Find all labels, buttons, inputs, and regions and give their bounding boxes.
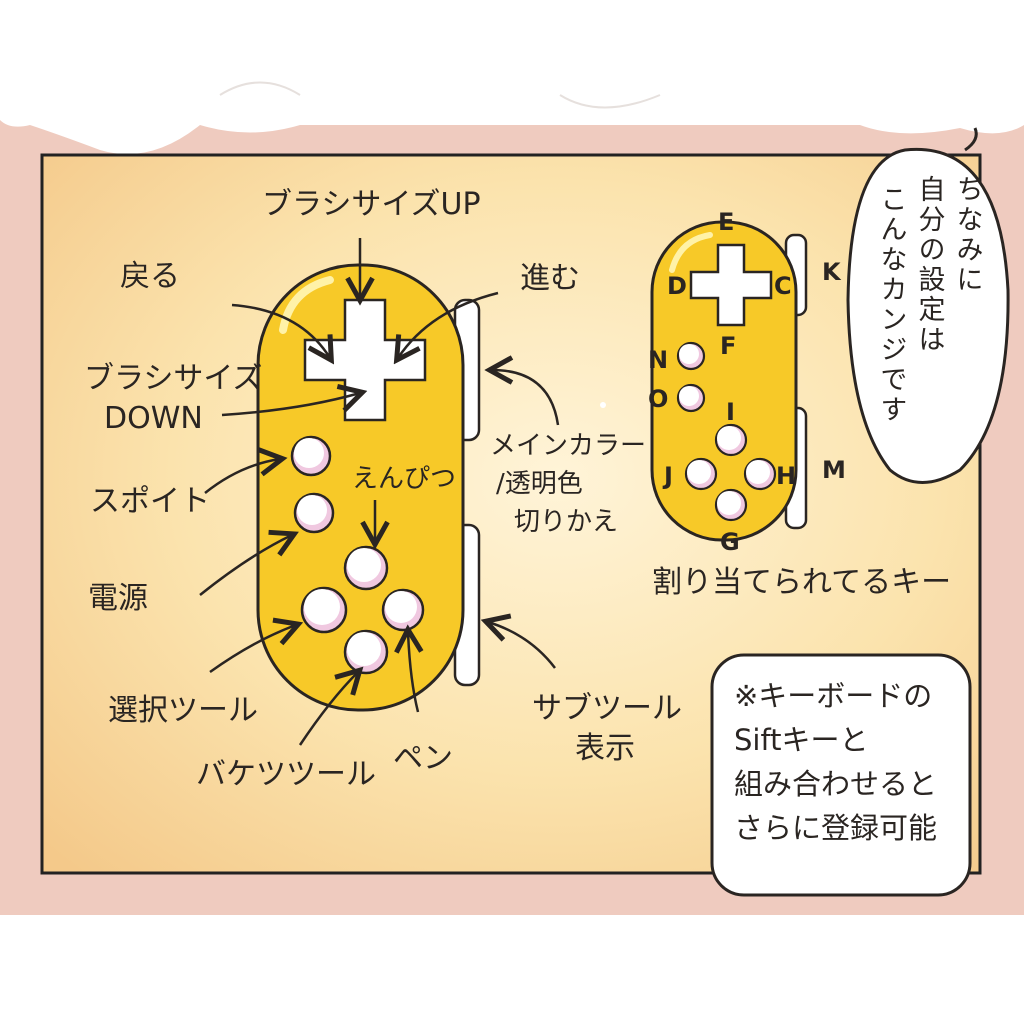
label-back: 戻る [120, 259, 180, 294]
label-forward: 進む [520, 261, 580, 296]
key-n: N [648, 346, 669, 374]
bubble-text-col2: 自分の設定は [913, 175, 945, 355]
key-d: D [667, 272, 687, 300]
label-main-color-3: 切りかえ [514, 507, 619, 537]
key-m: M [822, 456, 846, 484]
note-box [710, 653, 972, 897]
right-dpad [689, 243, 773, 327]
note-line3: 組み合わせると [734, 767, 938, 801]
assigned-keys-caption: 割り当てられてるキー [652, 565, 952, 600]
right-controller [650, 220, 808, 542]
note-line1: ※キーボードの [734, 679, 933, 713]
key-h: H [776, 462, 797, 490]
key-f: F [720, 332, 737, 360]
note-line4: さらに登録可能 [734, 811, 938, 845]
left-dpad [303, 298, 427, 422]
bottom-white-strip [0, 915, 1024, 1024]
label-eyedropper: スポイト [90, 484, 210, 519]
left-controller [256, 263, 481, 712]
bubble-text-col3: こんなカンジです [875, 185, 907, 425]
label-brush-size-down-1: ブラシサイズ [84, 361, 263, 396]
label-main-color-1: メインカラー [490, 431, 647, 461]
label-select-tool: 選択ツール [108, 693, 258, 728]
label-sub-tool-1: サブツール [532, 691, 682, 726]
label-brush-size-up: ブラシサイズUP [262, 187, 481, 222]
bubble-text-col1: ちなみに [951, 175, 983, 295]
label-sub-tool-2: 表示 [575, 731, 635, 766]
label-main-color-2: /透明色 [496, 469, 583, 499]
left-buttons [290, 435, 425, 675]
label-power: 電源 [88, 581, 148, 616]
key-c: C [774, 272, 792, 300]
label-brush-size-down-2: DOWN [104, 401, 203, 436]
label-bucket-tool: バケツツール [196, 757, 376, 792]
note-line2: Siftキーと [734, 723, 869, 757]
key-k: K [822, 258, 841, 286]
top-cloud [0, 0, 1024, 155]
key-o: O [648, 385, 669, 413]
key-j: J [664, 462, 673, 490]
right-buttons [676, 341, 777, 522]
label-pen: ペン [393, 741, 453, 776]
key-g: G [720, 528, 740, 556]
speech-bubble [846, 147, 1010, 484]
key-e: E [718, 208, 735, 236]
label-pencil: えんぴつ [352, 464, 457, 494]
left-arrows [199, 238, 560, 746]
key-i: I [726, 398, 735, 426]
